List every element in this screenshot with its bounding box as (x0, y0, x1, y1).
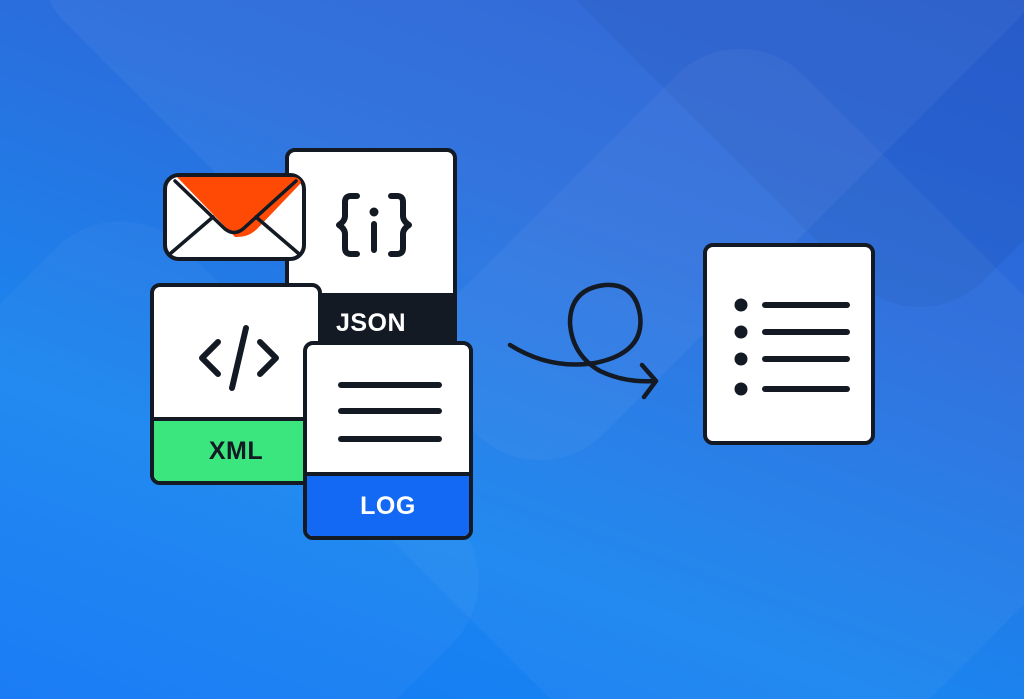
xml-file-card: XML (150, 283, 322, 485)
curly-braces-info-icon (336, 193, 412, 257)
loop-arrow-icon (507, 282, 659, 400)
log-file-card: LOG (303, 341, 473, 540)
text-lines-icon (338, 382, 442, 442)
xml-label: XML (154, 417, 318, 481)
envelope-icon (163, 173, 306, 261)
log-label: LOG (307, 472, 469, 536)
code-tag-icon (199, 325, 279, 391)
bulleted-list-icon (734, 298, 850, 396)
structured-list-card (703, 243, 875, 445)
